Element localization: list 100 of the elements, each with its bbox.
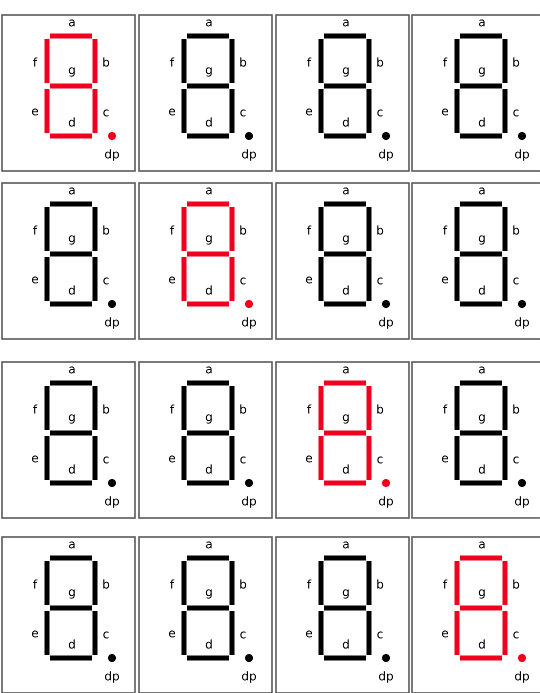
segment-label: b <box>513 57 520 67</box>
segment-label: e <box>168 276 176 284</box>
segment-label: f <box>170 57 174 67</box>
segment-label: g <box>206 414 212 424</box>
segment-label: g <box>478 67 485 77</box>
segment-label: dp <box>105 317 119 329</box>
segment-label: e <box>442 630 448 638</box>
segment-label: b <box>103 404 110 414</box>
segment-label: c <box>240 632 246 638</box>
segment-label: a <box>479 20 485 26</box>
segment-label: g <box>206 589 212 599</box>
segment-label: d <box>206 464 212 474</box>
segment-label: a <box>479 366 485 374</box>
segment-label: e <box>32 108 38 116</box>
segment-label: b <box>240 57 246 67</box>
segment-label: d <box>342 639 349 649</box>
segment-label: d <box>206 117 212 127</box>
segment-label: b <box>377 579 384 589</box>
segment-label: d <box>68 464 75 474</box>
segment-label: g <box>342 414 349 424</box>
segment-label: dp <box>515 149 529 161</box>
segment-label: dp <box>379 149 393 161</box>
segment-label: f <box>307 57 312 67</box>
segment-label: dp <box>515 496 529 508</box>
segment-label: d <box>342 285 349 295</box>
segment-label: b <box>103 57 110 67</box>
segment-label: e <box>306 108 312 116</box>
segment-label: g <box>68 235 75 245</box>
segment-label: c <box>513 110 519 116</box>
segment-label: f <box>170 225 174 235</box>
segment-label: c <box>240 110 246 116</box>
segment-label: d <box>206 285 212 295</box>
segment-label: g <box>68 67 75 77</box>
segment-label: c <box>240 456 246 464</box>
segment-label: f <box>443 57 448 67</box>
segment-label: f <box>307 225 312 235</box>
segment-label: a <box>479 542 485 548</box>
segment-label: a <box>69 188 75 194</box>
segment-label: dp <box>105 671 119 683</box>
segment-label: e <box>442 456 448 462</box>
segment-label: e <box>32 630 38 638</box>
segment-label: b <box>103 579 110 589</box>
segment-label: c <box>103 632 109 638</box>
segment-label: c <box>513 632 519 638</box>
segment-label: c <box>240 278 246 284</box>
segment-label: c <box>103 278 109 284</box>
segment-label: a <box>69 542 75 548</box>
segment-label: a <box>343 366 349 374</box>
segment-label: f <box>170 579 174 589</box>
segment-label: d <box>68 117 75 127</box>
segment-label: b <box>377 404 384 414</box>
segment-label: d <box>68 639 75 649</box>
segment-label: d <box>478 117 485 127</box>
segment-label: c <box>513 456 519 464</box>
segment-label: a <box>343 188 349 194</box>
segment-label: g <box>342 589 349 599</box>
segment-label: e <box>306 630 312 638</box>
segment-label: d <box>478 639 485 649</box>
segment-label: f <box>33 579 38 589</box>
segment-label: e <box>442 276 448 284</box>
segment-label: f <box>33 404 38 414</box>
segment-label: a <box>343 542 349 548</box>
segment-label: g <box>206 67 212 77</box>
segment-label: dp <box>105 496 119 508</box>
segment-label: f <box>170 404 174 414</box>
segment-label: c <box>513 278 519 284</box>
segment-label: f <box>33 57 38 67</box>
segment-label: a <box>479 188 485 194</box>
segment-label: dp <box>242 149 256 161</box>
segment-label: g <box>478 235 485 245</box>
segment-label: a <box>206 366 212 374</box>
segment-label: g <box>478 589 485 599</box>
segment-label: e <box>306 276 312 284</box>
segment-label: d <box>68 285 75 295</box>
segment-label: c <box>377 456 383 464</box>
segment-label: f <box>443 404 448 414</box>
segment-label: dp <box>379 317 393 329</box>
segment-label: g <box>68 414 75 424</box>
segment-label: f <box>307 404 312 414</box>
segment-label: a <box>69 366 75 374</box>
segment-label: dp <box>379 671 393 683</box>
segment-label: d <box>478 285 485 295</box>
segment-label: b <box>513 225 520 235</box>
segment-label: dp <box>105 149 119 161</box>
segment-label: dp <box>515 671 529 683</box>
segment-label: dp <box>242 317 256 329</box>
segment-label: c <box>377 110 383 116</box>
segment-label: b <box>377 57 384 67</box>
segment-label: dp <box>242 496 256 508</box>
segment-label: f <box>307 579 312 589</box>
segment-label: a <box>69 20 75 26</box>
segment-label: d <box>342 117 349 127</box>
segment-label: dp <box>515 317 529 329</box>
segment-label: f <box>443 579 448 589</box>
segment-label: d <box>478 464 485 474</box>
segment-label: c <box>103 456 109 464</box>
segment-label: f <box>33 225 38 235</box>
segment-label: e <box>168 108 176 116</box>
segment-label: e <box>442 108 448 116</box>
segment-label: b <box>240 225 246 235</box>
